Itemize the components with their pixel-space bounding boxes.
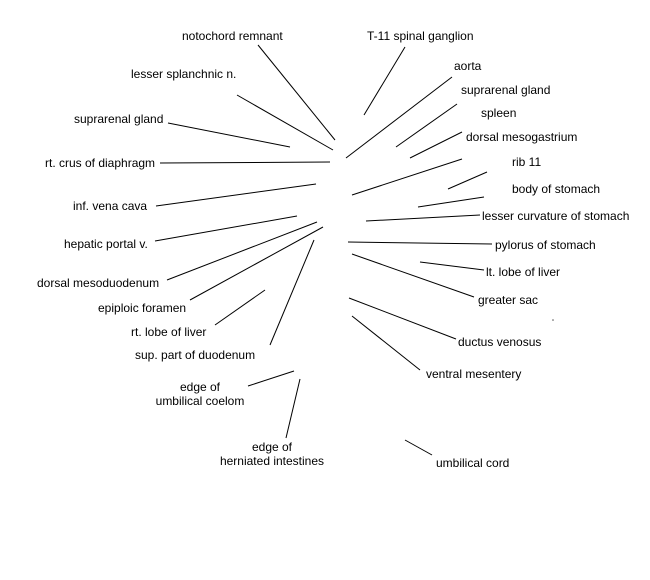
leader-dorsal-mesogastrium: [351, 158, 463, 196]
label-dorsal-mesogastrium: dorsal mesogastrium: [466, 130, 578, 144]
leader-sup-part-duodenum: [269, 239, 315, 346]
label-inf-vena-cava: inf. vena cava: [73, 199, 148, 213]
leader-lesser-curvature: [365, 214, 481, 222]
label-notochord-remnant: notochord remnant: [182, 29, 283, 43]
label-lesser-splanchnic: lesser splanchnic n.: [131, 67, 237, 81]
leader-t11: [363, 46, 406, 116]
label-ventral-mesentery: ventral mesentery: [426, 367, 522, 381]
leader-ventral-mesentery: [351, 315, 421, 371]
label-lesser-curvature: lesser curvature of stomach: [482, 209, 630, 223]
leader-rt-lobe-liver: [214, 289, 266, 326]
label-suprarenal-gland-left: suprarenal gland: [74, 112, 164, 126]
label-rib-11: rib 11: [512, 155, 542, 169]
label-pylorus: pylorus of stomach: [495, 238, 596, 252]
label-aorta: aorta: [454, 59, 482, 73]
label-umbilical-cord: umbilical cord: [436, 456, 510, 470]
leader-rt-crus: [159, 161, 331, 164]
label-dorsal-mesoduodenum: dorsal mesoduodenum: [37, 276, 160, 290]
leader-edge-herniated: [285, 378, 301, 439]
leader-rib-11: [447, 171, 488, 190]
stray-dot: [552, 319, 554, 321]
label-rt-crus: rt. crus of diaphragm: [45, 156, 156, 170]
leader-aorta: [345, 76, 453, 159]
leader-spleen: [409, 131, 463, 159]
label-t11-ganglion: T-11 spinal ganglion: [367, 29, 474, 43]
label-body-stomach: body of stomach: [512, 182, 601, 196]
leader-dorsal-mesoduodenum: [166, 221, 318, 281]
leader-edge-umbilical-coelom: [247, 370, 295, 387]
label-rt-lobe-liver: rt. lobe of liver: [131, 325, 207, 339]
label-greater-sac: greater sac: [478, 293, 539, 307]
label-hepatic-portal: hepatic portal v.: [64, 237, 148, 251]
label-edge-umbilical-coelom: edge of umbilical coelom: [144, 380, 256, 408]
leader-pylorus: [347, 241, 493, 245]
leader-hepatic-portal: [154, 215, 298, 242]
leader-notochord-remnant: [257, 44, 336, 141]
leader-suprarenal-right: [395, 103, 458, 148]
label-line: herniated intestines: [219, 454, 325, 468]
leader-greater-sac: [351, 253, 475, 298]
label-line: umbilical coelom: [155, 394, 245, 408]
label-edge-herniated: edge of herniated intestines: [210, 440, 334, 468]
label-sup-part-duodenum: sup. part of duodenum: [135, 348, 256, 362]
label-spleen: spleen: [481, 106, 517, 120]
leader-lt-lobe-liver: [419, 261, 485, 271]
leader-ductus-venosus: [348, 297, 457, 340]
leader-umbilical-cord: [404, 439, 433, 456]
label-line: edge of: [179, 380, 221, 394]
label-suprarenal-gland-right: suprarenal gland: [461, 83, 551, 97]
label-lt-lobe-liver: lt. lobe of liver: [486, 265, 561, 279]
label-epiploic-foramen: epiploic foramen: [98, 301, 187, 315]
label-ductus-venosus: ductus venosus: [458, 335, 542, 349]
leader-inf-vena-cava: [155, 183, 317, 207]
leader-epiploic-foramen: [189, 226, 324, 301]
label-line: edge of: [251, 440, 293, 454]
leader-lesser-splanchnic: [236, 94, 334, 151]
leader-suprarenal-left: [167, 122, 291, 148]
leader-body-stomach: [417, 196, 485, 208]
